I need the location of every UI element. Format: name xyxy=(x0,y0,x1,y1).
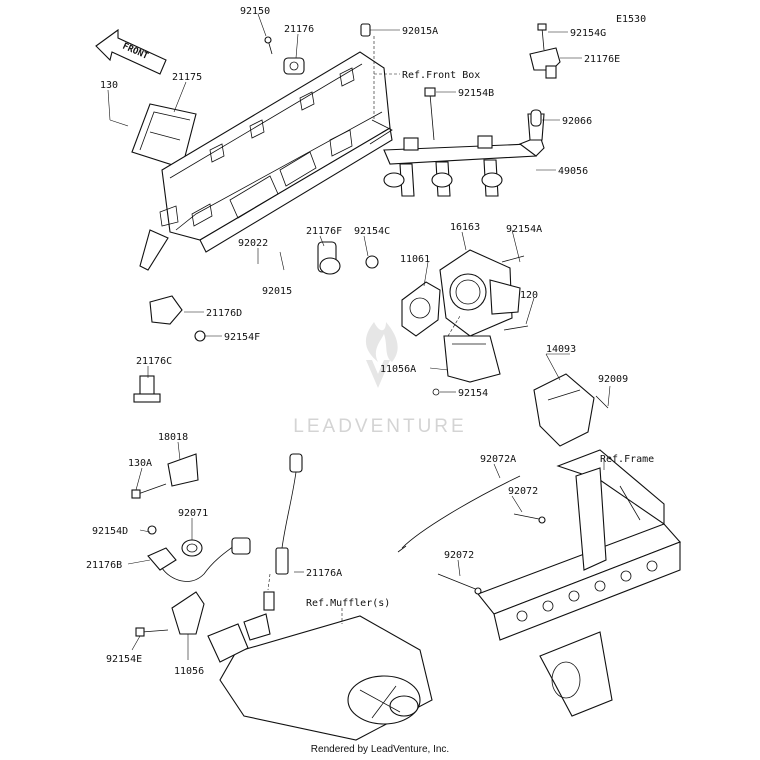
callout-49056[interactable]: 49056 xyxy=(558,166,588,177)
callout-130[interactable]: 130 xyxy=(100,80,118,91)
ref-muffler-label[interactable]: Ref.Muffler(s) xyxy=(306,598,390,609)
fuel-rail-49056 xyxy=(383,87,545,197)
sensor-21176C xyxy=(133,375,161,403)
callout-21175[interactable]: 21175 xyxy=(172,72,202,83)
callout-92072A[interactable]: 92072A xyxy=(480,454,516,465)
callout-92071[interactable]: 92071 xyxy=(178,508,208,519)
o2-dash-line xyxy=(267,573,271,591)
bracket-11056A xyxy=(432,335,501,396)
ecu-21175 xyxy=(131,103,197,169)
callout-21176C[interactable]: 21176C xyxy=(136,356,172,367)
cable-ties xyxy=(397,475,546,595)
muffler xyxy=(207,613,433,741)
cover-14093 xyxy=(533,373,609,447)
callout-92154B[interactable]: 92154B xyxy=(458,88,494,99)
callout-21176B[interactable]: 21176B xyxy=(86,560,122,571)
watermark-text: LEADVENTURE xyxy=(293,416,466,437)
sensor-21176B xyxy=(147,525,251,582)
o2-sensor-21176A xyxy=(263,453,303,611)
callout-120[interactable]: 120 xyxy=(520,290,538,301)
callout-11056A[interactable]: 11056A xyxy=(380,364,416,375)
bracket-18018 xyxy=(131,453,199,499)
diagram-code: E1530 xyxy=(616,14,646,25)
callout-21176D[interactable]: 21176D xyxy=(206,308,242,319)
sensor-21176F xyxy=(317,241,379,275)
throttle-body-16163 xyxy=(439,249,529,337)
front-box-panel xyxy=(139,51,393,271)
front-arrow-icon: FRONT xyxy=(95,28,167,75)
callout-11061[interactable]: 11061 xyxy=(400,254,430,265)
callout-11056[interactable]: 11056 xyxy=(174,666,204,677)
callout-92154A[interactable]: 92154A xyxy=(506,224,542,235)
grommet-92015A xyxy=(360,23,371,37)
gasket-11061 xyxy=(401,281,441,337)
callout-92022[interactable]: 92022 xyxy=(238,238,268,249)
watermark-logo xyxy=(365,322,398,388)
callout-92154D[interactable]: 92154D xyxy=(92,526,128,537)
sensor-21176E xyxy=(529,23,561,79)
callout-92015[interactable]: 92015 xyxy=(262,286,292,297)
callout-18018[interactable]: 18018 xyxy=(158,432,188,443)
callout-92154E[interactable]: 92154E xyxy=(106,654,142,665)
callout-92072-upper[interactable]: 92072 xyxy=(508,486,538,497)
sensor-21176D xyxy=(149,295,206,342)
callout-21176E[interactable]: 21176E xyxy=(584,54,620,65)
ref-front-box-label[interactable]: Ref.Front Box xyxy=(402,70,480,81)
callout-92150[interactable]: 92150 xyxy=(240,6,270,17)
bracket-11056 xyxy=(135,591,205,637)
callout-92072-lower[interactable]: 92072 xyxy=(444,550,474,561)
callout-92066[interactable]: 92066 xyxy=(562,116,592,127)
callout-21176[interactable]: 21176 xyxy=(284,24,314,35)
callout-92154F[interactable]: 92154F xyxy=(224,332,260,343)
frame xyxy=(477,449,681,717)
grommet-92071 xyxy=(181,539,203,557)
callout-92154C[interactable]: 92154C xyxy=(354,226,390,237)
callout-92154G[interactable]: 92154G xyxy=(570,28,606,39)
ref-front-box-line xyxy=(373,36,400,120)
callout-130A[interactable]: 130A xyxy=(128,458,152,469)
leader-lines xyxy=(107,13,611,660)
sensor-21176 xyxy=(264,36,305,75)
callout-21176F[interactable]: 21176F xyxy=(306,226,342,237)
footer-credit: Rendered by LeadVenture, Inc. xyxy=(311,744,449,755)
callout-92154[interactable]: 92154 xyxy=(458,388,488,399)
ref-frame-label[interactable]: Ref.Frame xyxy=(600,454,654,465)
callout-14093[interactable]: 14093 xyxy=(546,344,576,355)
callout-21176A[interactable]: 21176A xyxy=(306,568,342,579)
callout-16163[interactable]: 16163 xyxy=(450,222,480,233)
callout-92015A[interactable]: 92015A xyxy=(402,26,438,37)
callout-92009[interactable]: 92009 xyxy=(598,374,628,385)
throttle-dash-line xyxy=(447,315,461,337)
